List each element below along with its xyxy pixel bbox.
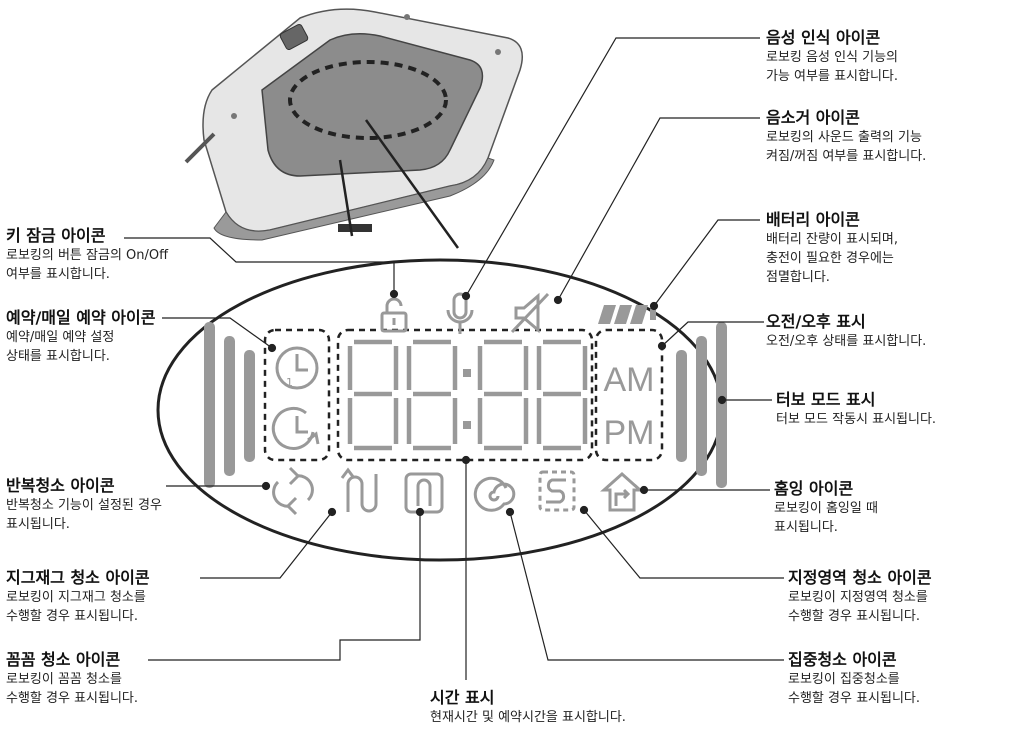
battery-icon [598,305,656,324]
zoom-callout-lines [338,119,460,249]
am-text: AM [604,361,655,399]
microphone-icon [446,292,474,334]
ampm-label: 오전/오후 표시 오전/오후 상태를 표시합니다. [766,312,927,349]
turbo-mode-label: 터보 모드 표시 터보 모드 작동시 표시됩니다. [776,390,937,427]
zigzag-icon [340,467,378,513]
turbo-bars-right [676,322,727,488]
homing-house-icon [600,471,644,512]
colon-top [463,369,471,377]
area-clean-icon [538,470,576,512]
key-lock-label: 키 잠금 아이콘 로보킹의 버튼 잠금의 On/Off 여부를 표시합니다. [6,226,169,282]
turbo-bars-left [204,322,255,488]
digit-4 [536,339,588,451]
schedule-clock-icon [275,346,319,390]
repeat-icon [272,466,314,516]
focus-clean-label: 집중청소 아이콘 로보킹이 집중청소를 수행할 경우 표시됩니다. [788,650,920,706]
spot-clean-label: 꼼꼼 청소 아이콘 로보킹이 꼼꼼 청소를 수행할 경우 표시됩니다. [6,650,138,706]
schedule-group-frame [263,328,331,462]
ampm-group-frame [594,328,664,462]
daily-schedule-clock-icon [271,406,320,450]
daily-one-mark: 1 [286,376,293,389]
digit-2 [406,339,458,451]
mute-speaker-icon [510,292,550,334]
digit-1 [347,339,399,451]
robot-vacuum-illustration [184,8,523,241]
zigzag-clean-label: 지그재그 청소 아이콘 로보킹이 지그재그 청소를 수행할 경우 표시됩니다. [6,568,150,624]
focus-clean-spiral-icon [473,476,516,512]
voice-icon-label: 음성 인식 아이콘 로보킹 음성 인식 기능의 가능 여부를 표시합니다. [766,28,898,84]
robot-logo [338,224,372,232]
leader-lines [124,37,784,680]
battery-icon-label: 배터리 아이콘 배터리 잔량이 표시되며, 충전이 필요한 경우에는 점멸합니다… [766,210,898,285]
digit-3 [477,339,529,451]
time-display-label: 시간 표시 현재시간 및 예약시간을 표시합니다. [430,688,626,725]
pm-text: PM [604,414,655,452]
mute-icon-label: 음소거 아이콘 로보킹의 사운드 출력의 기능 켜짐/꺼짐 여부를 표시합니다. [766,108,927,164]
schedule-icon-label: 예약/매일 예약 아이콘 예약/매일 예약 설정 상태를 표시합니다. [6,308,156,364]
lock-icon [380,297,408,333]
homing-icon-label: 홈잉 아이콘 로보킹이 홈잉일 때 표시됩니다. [774,479,878,535]
repeat-clean-label: 반복청소 아이콘 반복청소 기능이 설정된 경우 표시됩니다. [6,476,162,532]
colon-bottom [463,421,471,429]
area-clean-label: 지정영역 청소 아이콘 로보킹이 지정영역 청소를 수행할 경우 표시됩니다. [788,568,932,624]
time-digits [347,339,588,451]
